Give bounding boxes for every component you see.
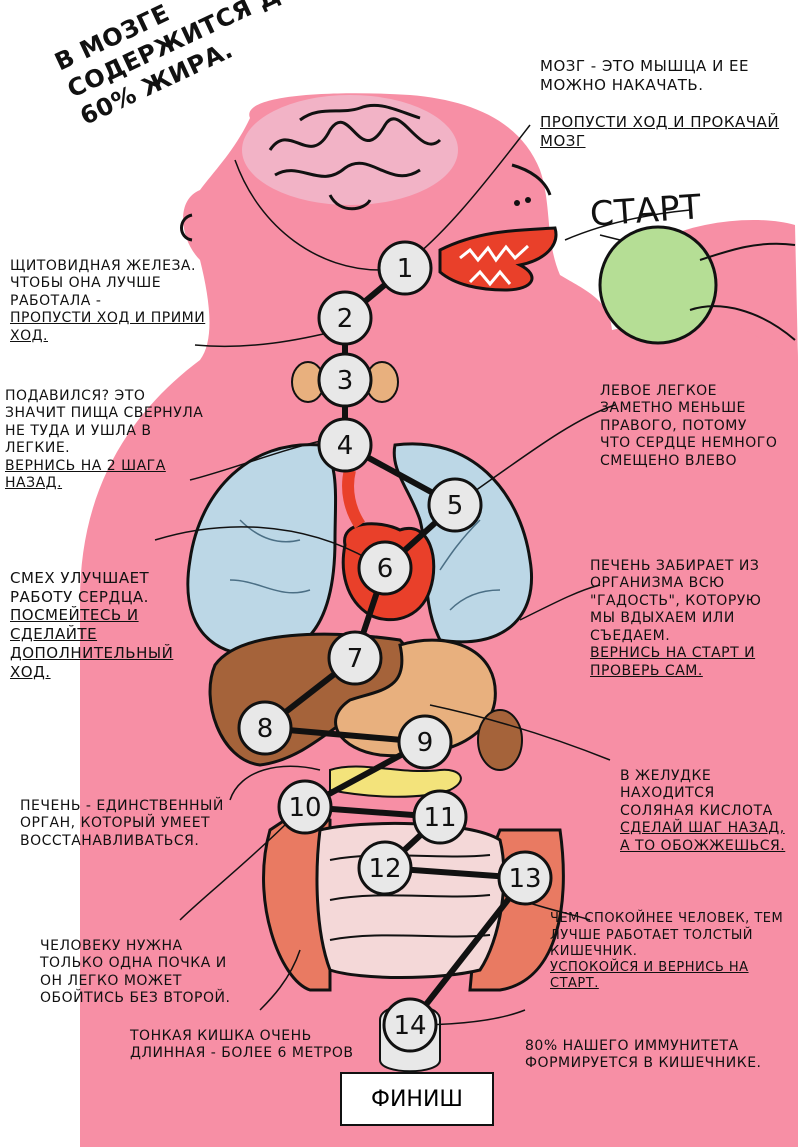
path-node-number: 11 — [423, 803, 456, 833]
path-node-number: 1 — [397, 254, 414, 284]
left-lung-note-text: Левое легкое заметно меньше правого, пот… — [600, 383, 777, 469]
path-node-11[interactable]: 11 — [414, 791, 466, 843]
path-node-number: 5 — [447, 491, 464, 521]
path-node-number: 12 — [368, 854, 401, 884]
calm-note-action: Успокойся и вернись на старт. — [550, 960, 749, 991]
path-node-number: 10 — [288, 793, 321, 823]
path-node-number: 14 — [393, 1011, 426, 1041]
choke-note: Подавился? Это значит пища свернула не т… — [5, 370, 205, 493]
brain-note-text: Мозг - это мышца и ее можно накачать. — [540, 57, 749, 94]
choke-note-action: Вернись на 2 шага назад. — [5, 458, 166, 492]
path-node-number: 2 — [337, 304, 354, 334]
path-node-12[interactable]: 12 — [359, 842, 411, 894]
path-node-number: 6 — [377, 554, 394, 584]
start-label: Старт — [589, 186, 703, 236]
path-node-number: 9 — [417, 728, 434, 758]
immunity-note: 80% нашего иммунитета формируется в кише… — [525, 1020, 765, 1073]
path-node-number: 4 — [337, 431, 354, 461]
thyroid-note-text: Щитовидная железа. Чтобы она лучше работ… — [10, 258, 196, 309]
small-intestine-note-text: Тонкая кишка очень длинная - более 6 мет… — [130, 1028, 353, 1062]
path-node-10[interactable]: 10 — [279, 781, 331, 833]
path-node-8[interactable]: 8 — [239, 702, 291, 754]
liver-filter-note: Печень забирает из организма всю "гадост… — [590, 540, 790, 680]
brain-note-action: Пропусти ход и прокачай мозг — [540, 113, 779, 150]
small-intestine-note: Тонкая кишка очень длинная - более 6 мет… — [130, 1010, 360, 1063]
path-node-14[interactable]: 14 — [384, 999, 436, 1051]
path-node-3[interactable]: 3 — [319, 354, 371, 406]
choke-note-text: Подавился? Это значит пища свернула не т… — [5, 388, 203, 457]
liver-regen-note-text: Печень - единственный орган, который уме… — [20, 798, 224, 849]
path-node-number: 7 — [347, 644, 364, 674]
calm-note-text: Чем спокойнее человек, тем лучше работае… — [550, 911, 783, 959]
path-node-13[interactable]: 13 — [499, 852, 551, 904]
kidney-note: Человеку нужна только одна почка и он ле… — [40, 920, 240, 1008]
path-node-7[interactable]: 7 — [329, 632, 381, 684]
laugh-note-text: Смех улучшает работу сердца. — [10, 569, 149, 606]
path-node-4[interactable]: 4 — [319, 419, 371, 471]
thyroid-note: Щитовидная железа. Чтобы она лучше работ… — [10, 240, 210, 345]
brain-note: Мозг - это мышца и ее можно накачать. Пр… — [540, 38, 780, 151]
finish-label: Финиш — [371, 1087, 463, 1112]
liver-regen-note: Печень - единственный орган, который уме… — [20, 780, 240, 850]
thyroid-note-action: пропусти ход и прими ход. — [10, 310, 205, 344]
calm-note: Чем спокойнее человек, тем лучше работае… — [550, 895, 785, 993]
laugh-note: Смех улучшает работу сердца. Посмейтесь … — [10, 550, 200, 681]
path-node-1[interactable]: 1 — [379, 242, 431, 294]
immunity-note-text: 80% нашего иммунитета формируется в кише… — [525, 1038, 762, 1072]
stomach-acid-note-action: Сделай шаг назад, а то обожжешься. — [620, 820, 785, 854]
path-node-6[interactable]: 6 — [359, 542, 411, 594]
path-node-number: 8 — [257, 714, 274, 744]
stomach-acid-note: В желудке находится соляная кислота Сдел… — [620, 750, 790, 855]
stomach-acid-note-text: В желудке находится соляная кислота — [620, 768, 773, 819]
kidney-note-text: Человеку нужна только одна почка и он ле… — [40, 938, 230, 1007]
liver-filter-note-action: Вернись на старт и проверь сам. — [590, 645, 755, 679]
path-node-number: 3 — [337, 366, 354, 396]
liver-filter-note-text: Печень забирает из организма всю "гадост… — [590, 558, 761, 644]
path-node-5[interactable]: 5 — [429, 479, 481, 531]
finish-box: Финиш — [340, 1072, 494, 1126]
path-node-number: 13 — [508, 864, 541, 894]
left-lung-note: Левое легкое заметно меньше правого, пот… — [600, 365, 780, 470]
path-node-9[interactable]: 9 — [399, 716, 451, 768]
laugh-note-action: Посмейтесь и сделайте дополнительный ход… — [10, 606, 173, 680]
path-node-2[interactable]: 2 — [319, 292, 371, 344]
